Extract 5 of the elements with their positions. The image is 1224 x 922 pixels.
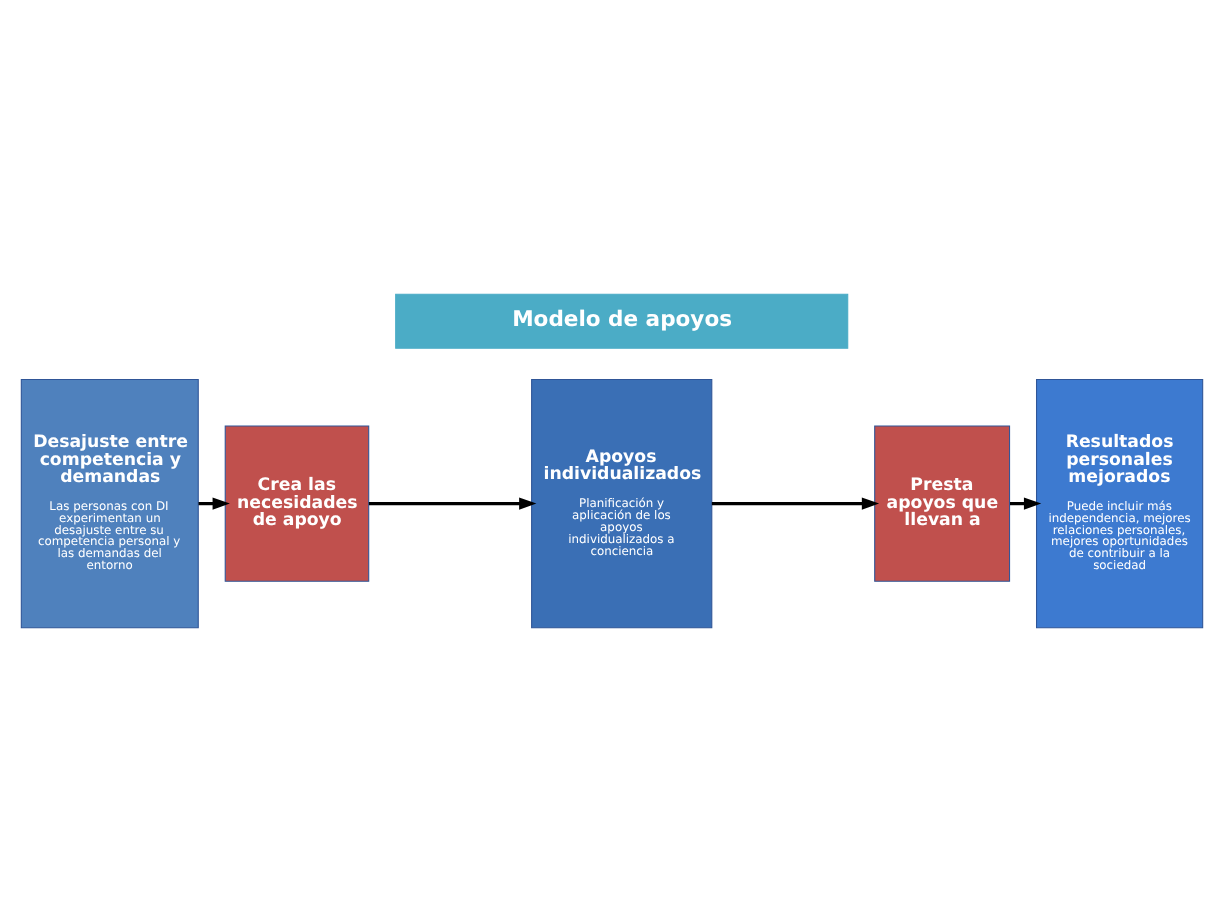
node-box: Crea las necesidades de apoyo: [224, 425, 370, 582]
node-box: Presta apoyos que llevan a: [874, 425, 1011, 582]
arrow: [368, 497, 537, 510]
diagram-title: Modelo de apoyos: [512, 305, 733, 332]
arrow: [711, 497, 880, 510]
